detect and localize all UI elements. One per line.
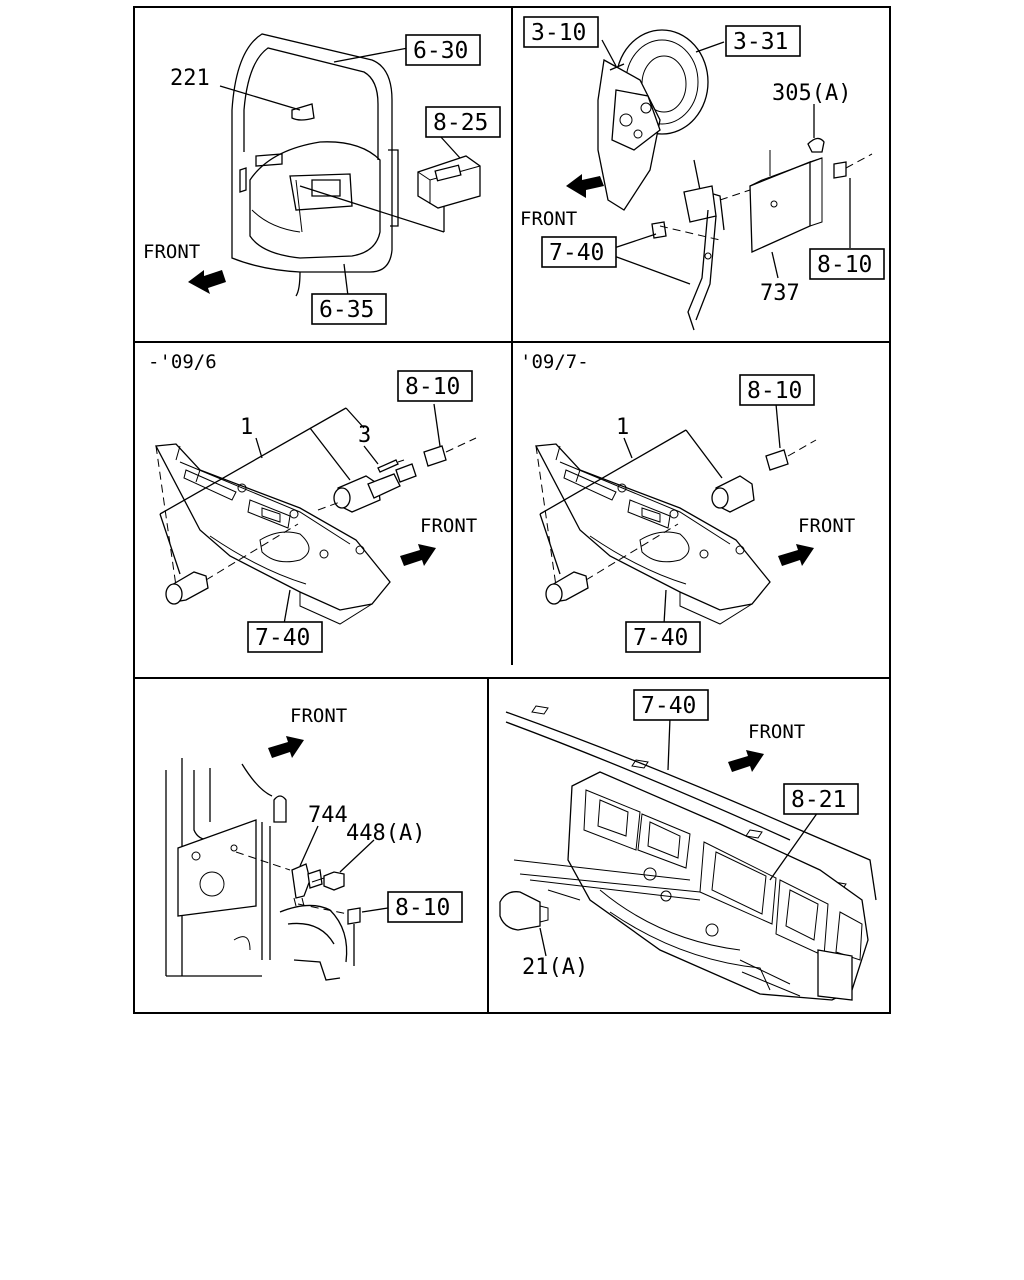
front-label: FRONT <box>520 208 577 230</box>
front-label: FRONT <box>290 705 347 727</box>
ref-box-7-40[interactable] <box>625 621 701 653</box>
ref-label-8-25: 8-25 <box>433 110 488 136</box>
switch-panel-illustration <box>154 443 391 625</box>
date-range-label: '09/7- <box>520 351 589 373</box>
ref-label-7-40: 7-40 <box>549 240 604 266</box>
ref-box-8-10[interactable] <box>809 248 885 280</box>
ref-box-8-10[interactable] <box>397 370 473 402</box>
part-number-1: 1 <box>240 415 253 440</box>
ref-label-8-10: 8-10 <box>395 895 450 921</box>
ref-box-7-40[interactable] <box>247 621 323 653</box>
part-number-1: 1 <box>616 415 629 440</box>
front-arrow-icon <box>566 174 604 198</box>
part-number-3: 3 <box>358 423 371 448</box>
actuator-illustration <box>597 29 873 331</box>
ref-label-8-21: 8-21 <box>791 787 846 813</box>
door-illustration <box>231 33 399 297</box>
part-number-448a: 448(A) <box>346 821 425 846</box>
front-arrow-icon <box>188 270 226 294</box>
ref-label-3-31: 3-31 <box>733 29 788 55</box>
front-arrow-icon <box>728 750 764 772</box>
sensor-part <box>291 863 323 907</box>
bolt-part <box>311 871 345 891</box>
ref-label-8-10: 8-10 <box>405 374 460 400</box>
front-label: FRONT <box>798 515 855 537</box>
window-switch-part <box>417 155 481 209</box>
knob-part <box>165 571 209 605</box>
ref-label-6-35: 6-35 <box>319 297 374 323</box>
ref-box-7-40[interactable] <box>541 236 617 268</box>
front-arrow-icon <box>268 736 304 758</box>
ref-label-7-40: 7-40 <box>255 625 310 651</box>
sensor-switch-part <box>499 891 549 931</box>
ref-label-3-10: 3-10 <box>531 20 586 46</box>
ref-box-8-25[interactable] <box>425 106 501 138</box>
front-arrow-icon <box>400 544 436 566</box>
front-label: FRONT <box>420 515 477 537</box>
ref-box-3-31[interactable] <box>725 25 801 57</box>
ref-box-6-35[interactable] <box>311 293 387 325</box>
switch-body-part <box>333 463 417 513</box>
switch-panel-illustration <box>534 443 771 625</box>
switch-body-part <box>711 475 755 513</box>
panel-dashboard: 7-40 8-21 21(A) FRONT <box>499 689 877 1001</box>
part-number-305a: 305(A) <box>772 81 851 106</box>
ref-label-8-10: 8-10 <box>817 252 872 278</box>
dashboard-illustration <box>505 705 877 1001</box>
ref-label-7-40: 7-40 <box>633 625 688 651</box>
ref-label-6-30: 6-30 <box>413 38 468 64</box>
ref-label-7-40: 7-40 <box>641 693 696 719</box>
part-number-21a: 21(A) <box>522 955 588 980</box>
ref-box-3-10[interactable] <box>523 16 599 48</box>
panel-sensor: FRONT <box>165 705 463 981</box>
part-number-744: 744 <box>308 803 348 828</box>
ref-box-8-10[interactable] <box>739 374 815 406</box>
part-number-221: 221 <box>170 66 210 91</box>
ref-box-6-30[interactable] <box>405 34 481 66</box>
knob-part <box>545 571 589 605</box>
part-number-737: 737 <box>760 281 800 306</box>
bulb-part <box>377 459 405 473</box>
front-arrow-icon <box>778 544 814 566</box>
ref-box-8-10[interactable] <box>387 891 463 923</box>
ref-label-8-10: 8-10 <box>747 378 802 404</box>
panel-actuator: 3-10 3-31 305(A) 7-40 8-10 737 FRONT <box>520 16 885 331</box>
front-label: FRONT <box>748 721 805 743</box>
date-range-label: -'09/6 <box>148 351 217 373</box>
panel-switch-late: '09/7- <box>520 351 855 653</box>
front-label: FRONT <box>143 241 200 263</box>
ref-box-7-40[interactable] <box>633 689 709 721</box>
bracket-illustration <box>165 758 348 981</box>
panel-switch-early: -'09/6 <box>148 351 477 653</box>
panel-door: 221 6-30 8-25 6-35 FRONT <box>143 33 501 325</box>
diagram-frame <box>133 6 891 1014</box>
ref-box-8-21[interactable] <box>783 783 859 815</box>
